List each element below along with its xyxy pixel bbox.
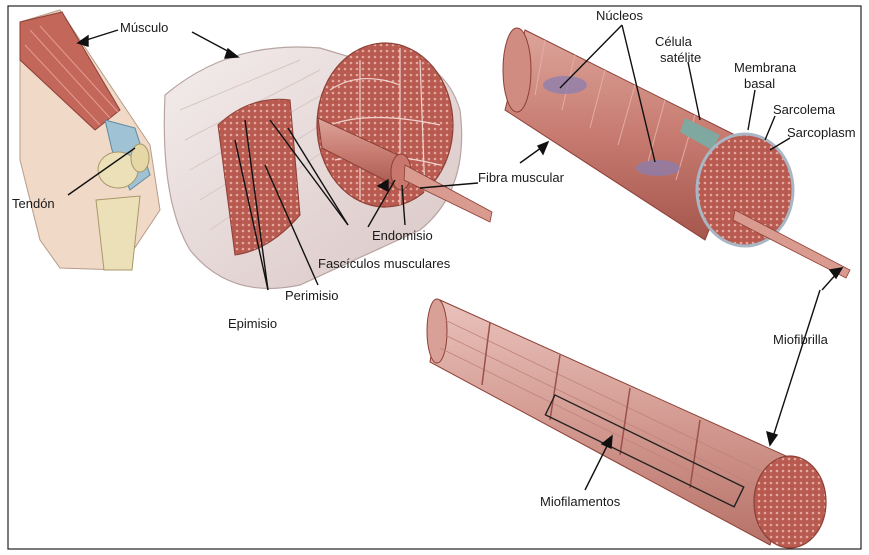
label-celula: Célula bbox=[655, 34, 693, 49]
label-epimisio: Epimisio bbox=[228, 316, 277, 331]
myofibril-cross-section bbox=[754, 456, 826, 548]
label-musculo: Músculo bbox=[120, 20, 168, 35]
label-sarcoplasma: Sarcoplasm bbox=[787, 125, 856, 140]
nucleus-1 bbox=[543, 76, 587, 94]
label-perimisio: Perimisio bbox=[285, 288, 338, 303]
myofibril-illustration bbox=[427, 299, 826, 548]
label-membrana: Membrana bbox=[734, 60, 797, 75]
label-endomisio: Endomisio bbox=[372, 228, 433, 243]
muscle-fiber-illustration bbox=[503, 28, 850, 278]
label-miofibrilla: Miofibrilla bbox=[773, 332, 829, 347]
tibia-bone bbox=[96, 196, 140, 270]
label-fibra-muscular: Fibra muscular bbox=[478, 170, 565, 185]
fiber-cross-section bbox=[697, 134, 793, 246]
label-miofilamentos: Miofilamentos bbox=[540, 494, 621, 509]
label-sarcolema: Sarcolema bbox=[773, 102, 836, 117]
label-fasciculos: Fascículos musculares bbox=[318, 256, 451, 271]
label-basal: basal bbox=[744, 76, 775, 91]
knee-illustration bbox=[20, 10, 160, 270]
label-satelite: satélite bbox=[660, 50, 701, 65]
nucleus-2 bbox=[636, 160, 680, 176]
muscle-bundle bbox=[164, 43, 492, 288]
label-tendon: Tendón bbox=[12, 196, 55, 211]
label-nucleos: Núcleos bbox=[596, 8, 643, 23]
